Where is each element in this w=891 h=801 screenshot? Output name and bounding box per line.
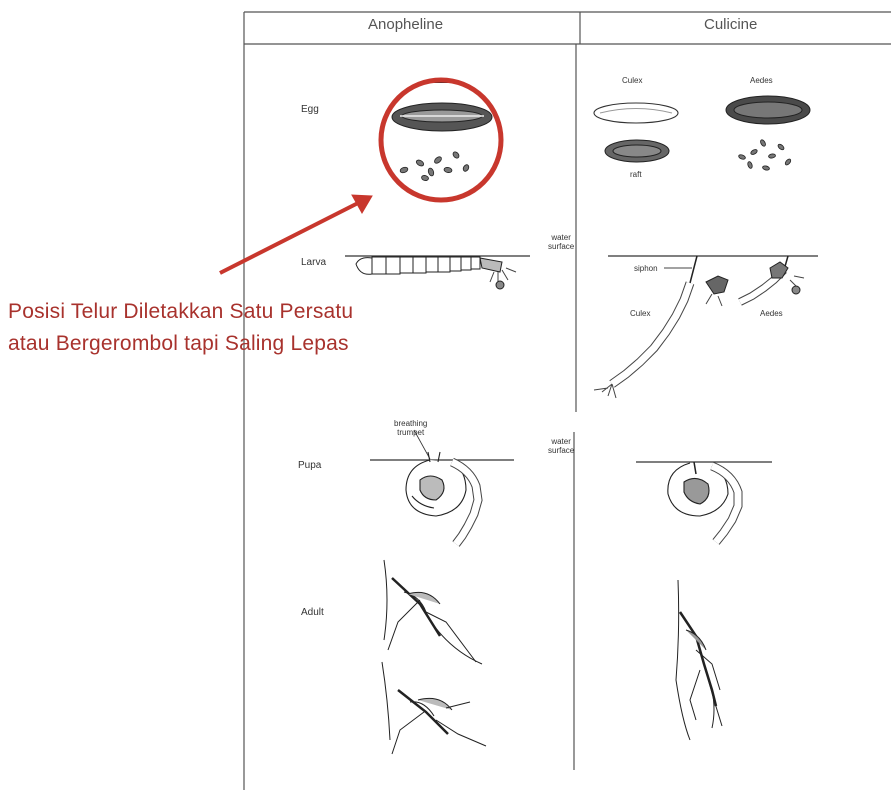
label-breathing-trumpet-line2: trumpet xyxy=(394,428,427,437)
column-header-anopheline: Anopheline xyxy=(368,16,443,33)
anopheles-adult-2 xyxy=(382,662,486,754)
label-raft: raft xyxy=(630,170,642,179)
callout-text: Posisi Telur Diletakkan Satu Persatu ata… xyxy=(8,296,353,360)
aedes-egg xyxy=(726,96,810,124)
row-label-larva: Larva xyxy=(301,257,326,268)
label-aedes-egg: Aedes xyxy=(750,76,773,85)
row-label-pupa: Pupa xyxy=(298,460,321,471)
label-water-surface-pupa-line2: surface xyxy=(548,446,574,455)
anopheles-pupa xyxy=(406,452,478,544)
label-water-surface-pupa-line1: water xyxy=(548,437,574,446)
callout-line-1: Posisi Telur Diletakkan Satu Persatu xyxy=(8,296,353,328)
culex-egg xyxy=(594,103,678,123)
anopheles-eggs-scattered xyxy=(399,151,470,182)
callout-arrow xyxy=(220,195,372,273)
row-label-adult: Adult xyxy=(301,607,324,618)
label-breathing-trumpet-line1: breathing xyxy=(394,419,427,428)
highlight-circle xyxy=(381,80,501,200)
aedes-larva xyxy=(740,256,804,302)
label-culex-egg: Culex xyxy=(622,76,642,85)
culex-egg-raft xyxy=(605,140,669,162)
label-water-surface-larva-line2: surface xyxy=(548,242,574,251)
anopheles-larva xyxy=(356,257,516,289)
table-frame xyxy=(244,12,891,790)
culex-larva xyxy=(594,256,728,398)
label-siphon: siphon xyxy=(634,264,658,273)
culicine-pupa xyxy=(668,462,738,542)
label-culex-larva: Culex xyxy=(630,309,650,318)
aedes-eggs-scattered xyxy=(738,139,792,171)
row-label-egg: Egg xyxy=(301,104,319,115)
callout-line-2: atau Bergerombol tapi Saling Lepas xyxy=(8,328,353,360)
label-breathing-trumpet: breathing trumpet xyxy=(394,419,427,437)
label-water-surface-larva: water surface xyxy=(548,233,574,251)
culicine-adult xyxy=(676,580,722,740)
label-water-surface-larva-line1: water xyxy=(548,233,574,242)
label-aedes-larva: Aedes xyxy=(760,309,783,318)
label-water-surface-pupa: water surface xyxy=(548,437,574,455)
column-header-culicine: Culicine xyxy=(704,16,757,33)
anopheles-adult-1 xyxy=(384,560,482,664)
